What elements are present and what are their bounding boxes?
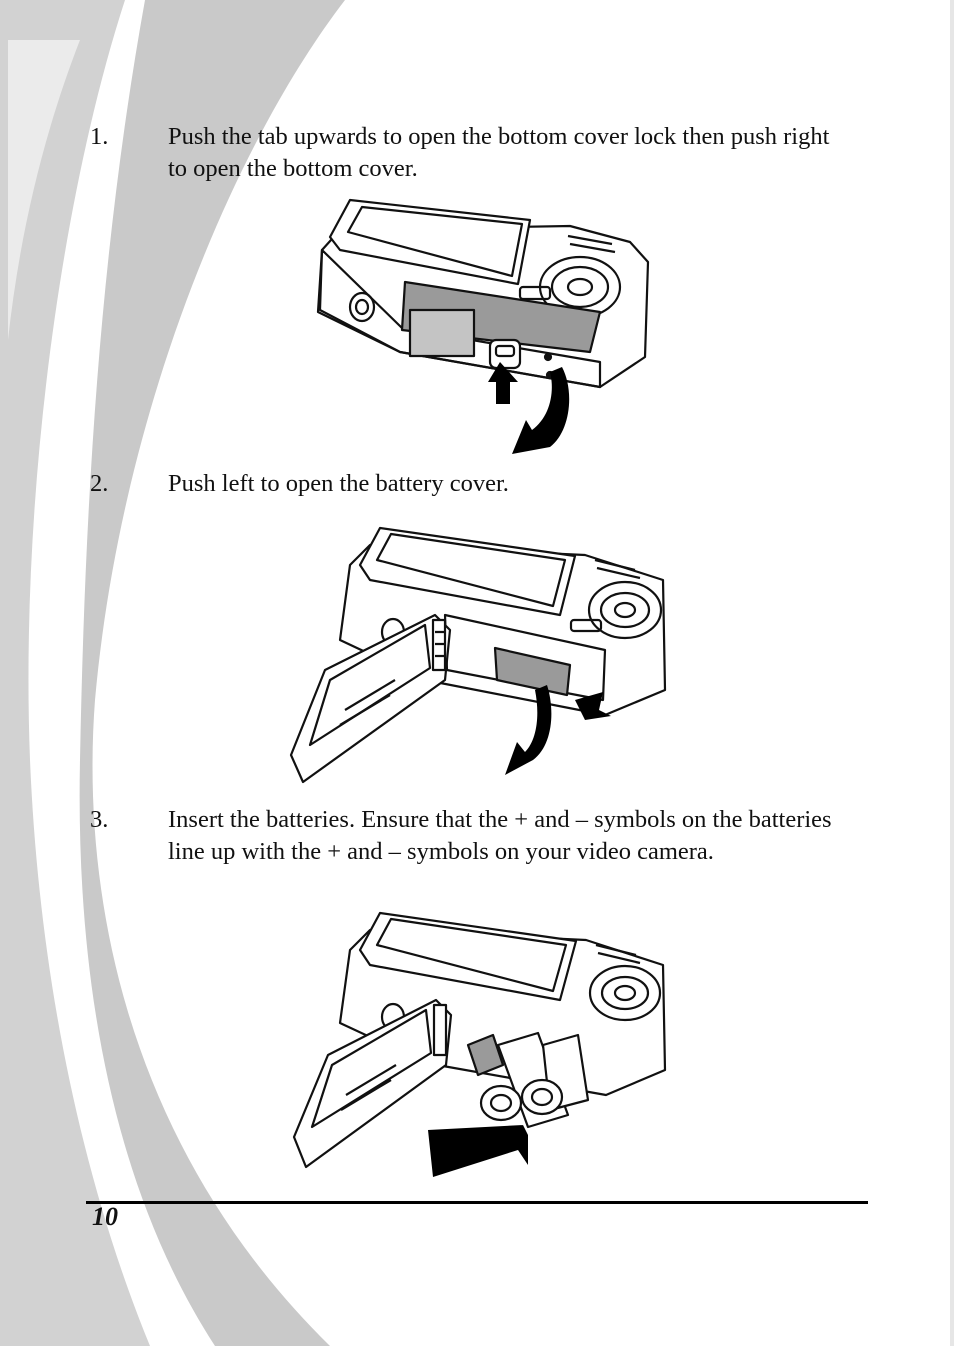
page-edge bbox=[950, 0, 954, 1346]
step-text: Push left to open the battery cover. bbox=[168, 470, 509, 497]
step-number: 1. bbox=[90, 123, 109, 150]
camera-bottom-cover-lock-illustration bbox=[316, 198, 650, 454]
step-text: Insert the batteries. Ensure that the + … bbox=[168, 806, 832, 865]
footer-rule bbox=[86, 1201, 868, 1204]
step-number: 2. bbox=[90, 470, 109, 497]
page-number: 10 bbox=[92, 1202, 118, 1231]
camera-battery-cover-open-illustration bbox=[289, 526, 667, 784]
step-number: 3. bbox=[90, 806, 109, 833]
step-text: Push the tab upwards to open the bottom … bbox=[168, 123, 830, 182]
camera-insert-batteries-illustration bbox=[292, 911, 667, 1177]
